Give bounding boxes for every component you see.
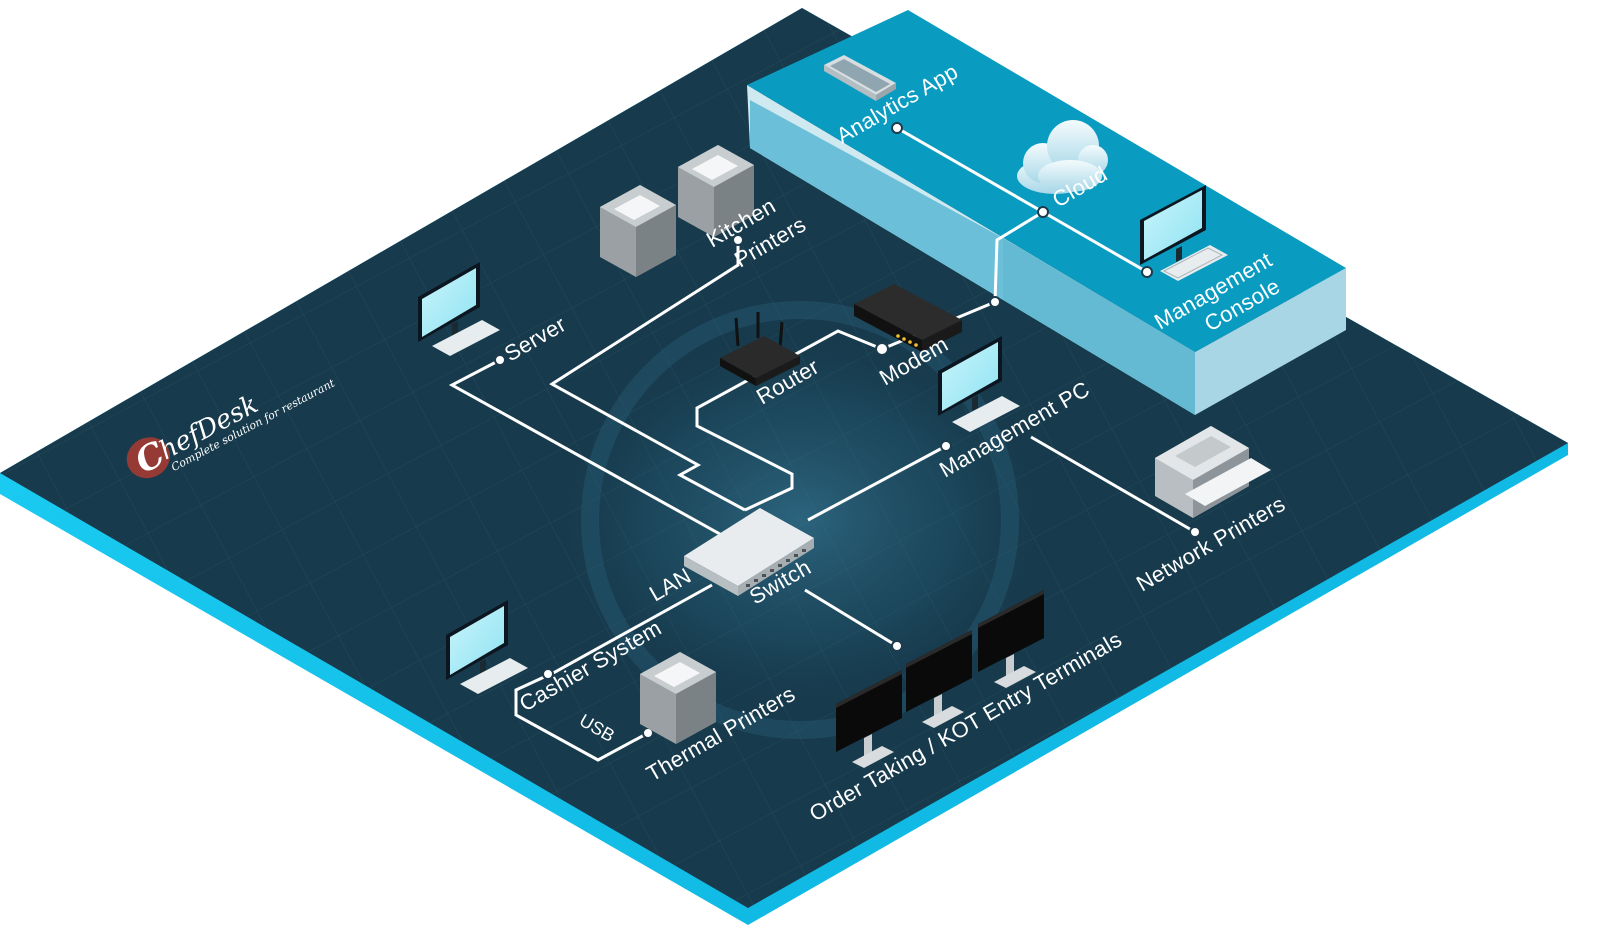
node-kitchen xyxy=(732,234,744,246)
terminal-icon xyxy=(906,630,972,728)
network-switch-icon xyxy=(684,508,814,596)
node-cloud xyxy=(1037,206,1049,218)
node-panel xyxy=(989,296,1001,308)
tablet-icon xyxy=(824,55,896,101)
monitor-icon xyxy=(446,600,528,694)
logo-badge xyxy=(126,437,170,479)
node-modem xyxy=(875,342,889,356)
router-icon xyxy=(720,312,800,386)
cloud-icon xyxy=(1017,120,1108,194)
monitor-icon xyxy=(418,262,500,356)
node-mgmt-pc xyxy=(940,440,952,452)
modem-icon xyxy=(854,284,962,352)
node-network-printers xyxy=(1189,526,1201,538)
terminal-icon xyxy=(836,670,902,768)
node-console xyxy=(1141,266,1153,278)
terminal-icon xyxy=(978,590,1044,688)
wire-nodes xyxy=(494,122,1201,739)
receipt-printer-icon xyxy=(678,145,754,237)
node-server xyxy=(494,354,506,366)
laser-printer-icon xyxy=(1155,426,1271,518)
node-terminals xyxy=(891,640,903,652)
receipt-printer-icon xyxy=(640,652,716,744)
monitor-icon xyxy=(1140,185,1228,281)
monitor-icon xyxy=(938,336,1020,432)
node-analytics xyxy=(891,122,903,134)
node-cashier xyxy=(542,668,554,680)
receipt-printer-icon xyxy=(600,185,676,277)
